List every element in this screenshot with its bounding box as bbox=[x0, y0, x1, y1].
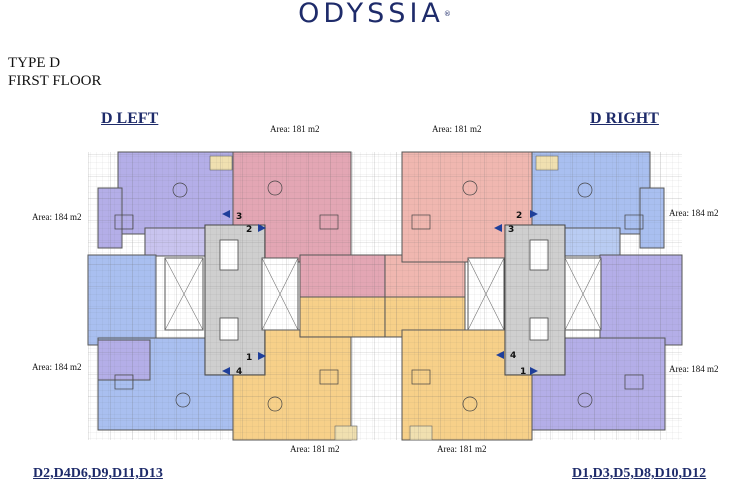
left-block-title: D LEFT bbox=[101, 110, 159, 127]
left-marker-3: 3 bbox=[236, 212, 242, 222]
right-middle-purple-unit bbox=[599, 254, 683, 346]
right-block-title: D RIGHT bbox=[590, 110, 659, 127]
left-arrow-1-icon bbox=[258, 352, 266, 360]
right-marker-1: 1 bbox=[520, 367, 526, 377]
right-arrow-2-icon bbox=[530, 210, 538, 218]
brand-logo: ODYSSIA® bbox=[0, 0, 749, 28]
left-bottom-area: Area: 181 m2 bbox=[290, 444, 340, 454]
left-middle-blue-unit bbox=[87, 254, 157, 346]
left-arrow-3-icon bbox=[222, 210, 230, 218]
brand-name: ODYSSIA bbox=[298, 0, 444, 29]
right-bottom-area: Area: 181 m2 bbox=[437, 444, 487, 454]
left-top-area: Area: 181 m2 bbox=[270, 124, 320, 134]
right-marker-4: 4 bbox=[510, 351, 516, 361]
floor-heading: TYPE D FIRST FLOOR bbox=[8, 54, 102, 90]
right-top-area: Area: 181 m2 bbox=[432, 124, 482, 134]
floor-label: FIRST FLOOR bbox=[8, 73, 102, 89]
left-marker-1: 1 bbox=[246, 353, 252, 363]
left-block-plan bbox=[87, 151, 386, 441]
left-marker-4: 4 bbox=[236, 367, 242, 377]
right-arrow-3-icon bbox=[494, 224, 502, 232]
right-upper-side-area: Area: 184 m2 bbox=[669, 208, 719, 218]
left-upper-side-area: Area: 184 m2 bbox=[32, 212, 82, 222]
right-marker-2: 2 bbox=[516, 211, 522, 221]
left-marker-2: 2 bbox=[246, 225, 252, 235]
left-unit-list: D2,D4D6,D9,D11,D13 bbox=[33, 466, 163, 481]
type-label: TYPE D bbox=[8, 55, 61, 71]
right-marker-3: 3 bbox=[508, 225, 514, 235]
registered-mark: ® bbox=[443, 10, 451, 18]
right-arrow-1-icon bbox=[530, 367, 538, 375]
left-lower-side-area: Area: 184 m2 bbox=[32, 362, 82, 372]
right-arrow-4-icon bbox=[496, 351, 504, 359]
left-arrow-2-icon bbox=[258, 224, 266, 232]
left-arrow-4-icon bbox=[222, 367, 230, 375]
right-unit-list: D1,D3,D5,D8,D10,D12 bbox=[572, 466, 707, 481]
right-lower-side-area: Area: 184 m2 bbox=[669, 364, 719, 374]
